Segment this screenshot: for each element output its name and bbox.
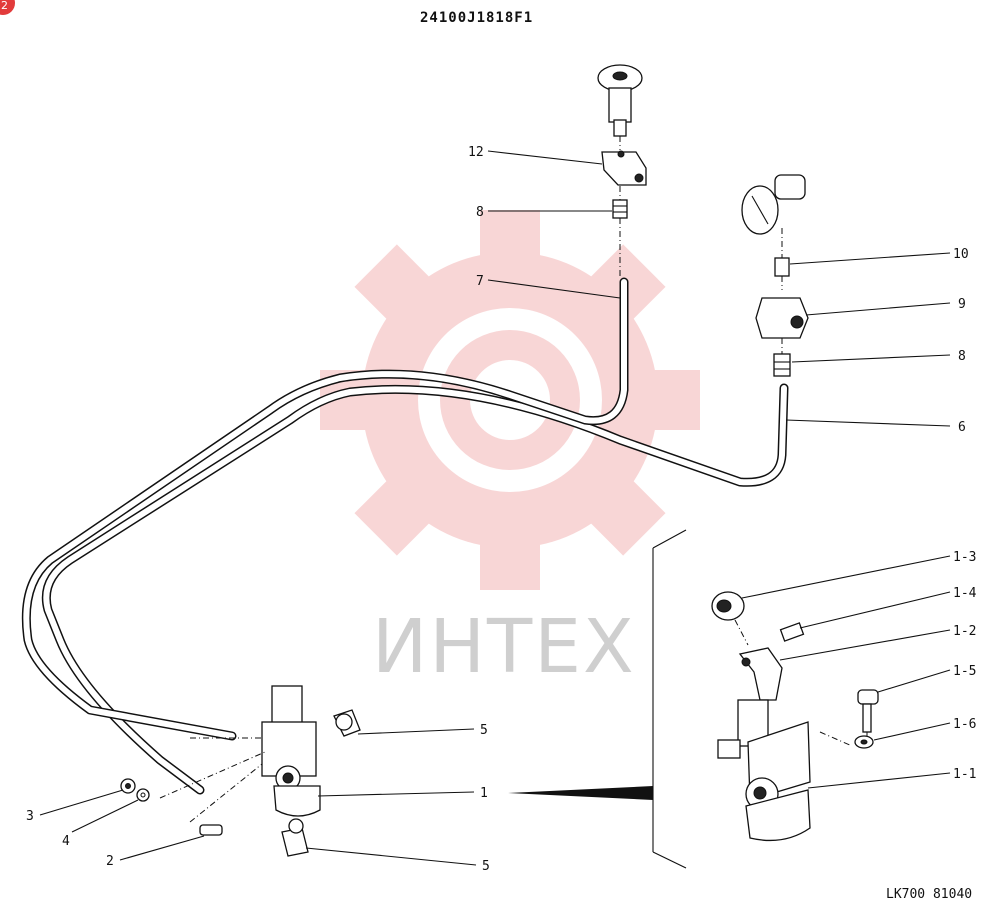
part-label-4: 4 <box>62 834 70 849</box>
nut-3 <box>120 778 136 794</box>
valve-body-1-1 <box>717 699 811 842</box>
lever-1-2 <box>738 647 783 701</box>
fitting-10 <box>774 257 790 290</box>
corner-badge-label: 2 <box>1 0 8 12</box>
part-label-9: 9 <box>958 297 966 312</box>
elbow-fitting-5-top <box>333 709 361 737</box>
nut-1-6 <box>819 731 874 749</box>
knob-1-3 <box>711 591 749 646</box>
part-label-1-1: 1-1 <box>953 767 976 782</box>
actuator-valve-1 <box>159 685 321 823</box>
part-label-5-top: 5 <box>480 723 488 738</box>
corner-badge: 2 <box>0 0 15 15</box>
part-label-1-2: 1-2 <box>953 624 976 639</box>
pin-1-4 <box>779 622 805 642</box>
part-label-12: 12 <box>468 145 484 160</box>
drawing-code: LK700 81040 <box>886 887 972 902</box>
diagram-title: 24100J1818F1 <box>420 10 533 26</box>
tee-fitting-12 <box>601 150 647 200</box>
part-label-1-4: 1-4 <box>953 586 977 601</box>
part-label-1: 1 <box>480 786 488 801</box>
watermark-text: ИНТЕХ <box>372 604 636 690</box>
part-label-8-top: 8 <box>476 205 484 220</box>
part-label-8-right: 8 <box>958 349 966 364</box>
pipe-7 <box>21 277 629 741</box>
pipe-6 <box>41 383 789 795</box>
screw-1-5 <box>857 689 879 740</box>
valve-body-9 <box>755 297 809 354</box>
elbow-fitting-5-bottom <box>281 818 309 857</box>
detail-bracket <box>508 529 687 869</box>
part-label-1-6: 1-6 <box>953 717 976 732</box>
part-label-5-bottom: 5 <box>482 859 490 874</box>
top-valve-part <box>597 64 643 150</box>
leader-lines <box>39 150 951 866</box>
part-label-1-5: 1-5 <box>953 664 976 679</box>
part-label-1-3: 1-3 <box>953 550 976 565</box>
part-label-7: 7 <box>476 274 484 289</box>
bolt-2 <box>199 824 223 836</box>
fitting-8-top <box>612 199 628 278</box>
right-top-valve-part <box>741 174 806 258</box>
fitting-8-right <box>773 353 791 377</box>
part-label-3: 3 <box>26 809 34 824</box>
part-label-6: 6 <box>958 420 966 435</box>
washer-4 <box>136 788 150 802</box>
part-label-10: 10 <box>953 247 969 262</box>
part-label-2: 2 <box>106 854 114 869</box>
